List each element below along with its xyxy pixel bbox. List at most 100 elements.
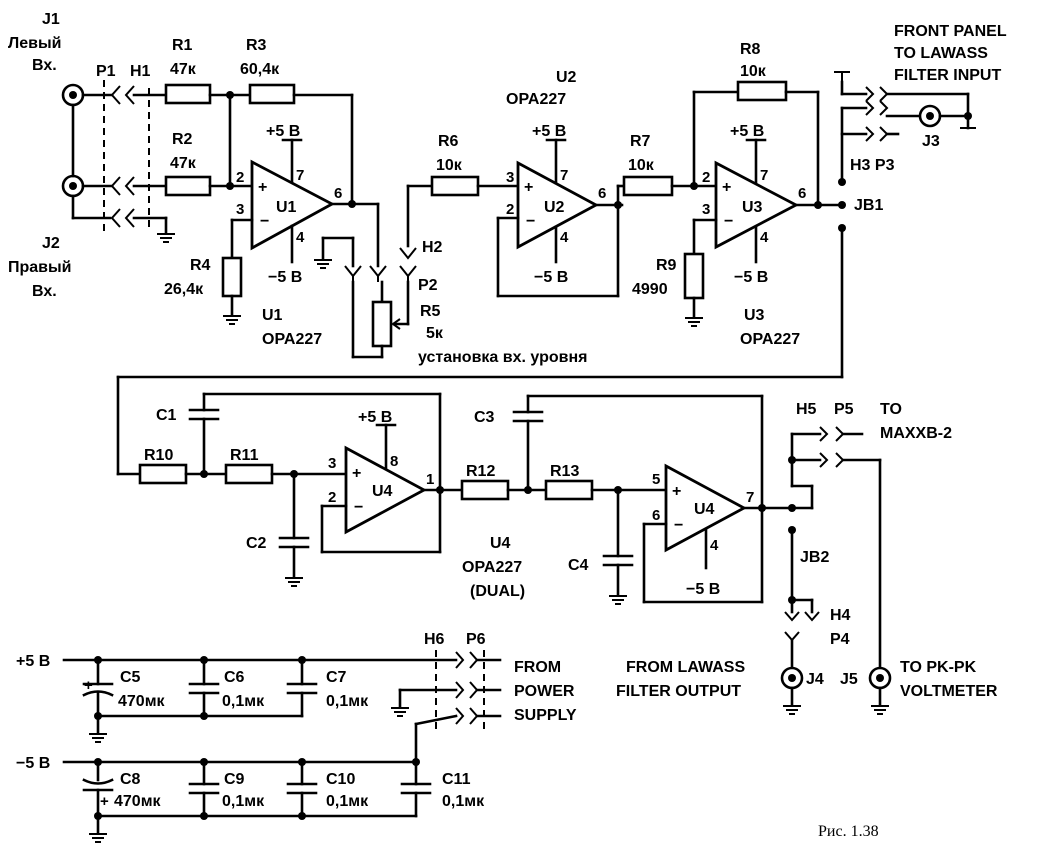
label-voltmeter: VOLTMETER bbox=[900, 683, 998, 700]
resistor-r8 bbox=[736, 80, 788, 102]
label-c7: C7 bbox=[326, 669, 347, 686]
label-from-lawass-2: FILTER OUTPUT bbox=[616, 683, 741, 700]
label-r9: R9 bbox=[656, 257, 677, 274]
label-h4: H4 bbox=[830, 607, 851, 624]
label-u3-supply-pos: +5 В bbox=[730, 123, 764, 140]
u4b-pin-4: 4 bbox=[710, 537, 719, 554]
u4b-pin-5: 5 bbox=[652, 471, 660, 488]
label-r5: R5 bbox=[420, 303, 441, 320]
label-u4-ref: U4 bbox=[490, 535, 511, 552]
label-r2-value: 47к bbox=[170, 155, 197, 172]
label-u2-ref: U2 bbox=[556, 69, 577, 86]
label-u4a: U4 bbox=[372, 483, 393, 500]
u4a-plus: + bbox=[352, 465, 361, 482]
h3-p3-connectors bbox=[834, 71, 970, 184]
label-front-panel-3: FILTER INPUT bbox=[894, 67, 1001, 84]
u2-pin-4: 4 bbox=[560, 229, 569, 246]
label-r3-value: 60,4к bbox=[240, 61, 280, 78]
label-j3: J3 bbox=[922, 133, 940, 150]
resistor-r12 bbox=[460, 479, 510, 501]
label-front-panel-1: FRONT PANEL bbox=[894, 23, 1007, 40]
label-u1-ref: U1 bbox=[262, 307, 283, 324]
capacitor-c2 bbox=[278, 536, 310, 549]
u4a-pin-8: 8 bbox=[390, 453, 398, 470]
resistor-r7 bbox=[622, 175, 674, 197]
label-right-input: Правый bbox=[8, 259, 72, 276]
label-u4-note: (DUAL) bbox=[470, 583, 525, 600]
resistor-r13 bbox=[544, 479, 594, 501]
u2-pin-6: 6 bbox=[598, 185, 606, 202]
label-u1-supply-neg: −5 В bbox=[268, 269, 302, 286]
label-jb2: JB2 bbox=[800, 549, 829, 566]
label-c8: C8 bbox=[120, 771, 141, 788]
u3-plus: + bbox=[722, 179, 731, 196]
resistor-r10 bbox=[138, 463, 188, 485]
capacitor-c1 bbox=[188, 408, 220, 421]
power-supply-decoupling bbox=[62, 650, 502, 843]
resistor-r11 bbox=[224, 463, 274, 485]
label-left-input-sub: Вх. bbox=[32, 57, 57, 74]
u4a-pin-3: 3 bbox=[328, 455, 336, 472]
resistor-r4 bbox=[221, 256, 243, 298]
label-c10-value: 0,1мк bbox=[326, 793, 369, 810]
label-r4-value: 26,4к bbox=[164, 281, 204, 298]
label-r12: R12 bbox=[466, 463, 495, 480]
label-c6-value: 0,1мк bbox=[222, 693, 265, 710]
label-c11: C11 bbox=[442, 771, 471, 788]
u4b-plus: + bbox=[672, 483, 681, 500]
label-r10: R10 bbox=[144, 447, 173, 464]
label-j4: J4 bbox=[806, 671, 824, 688]
label-r8-value: 10к bbox=[740, 63, 767, 80]
label-c3: C3 bbox=[474, 409, 495, 426]
label-u1-part: OPA227 bbox=[262, 331, 322, 348]
u2-minus: − bbox=[526, 213, 535, 230]
label-c5: C5 bbox=[120, 669, 141, 686]
label-r2: R2 bbox=[172, 131, 193, 148]
resistor-r2 bbox=[164, 175, 212, 197]
u2-pin-3: 3 bbox=[506, 169, 514, 186]
label-h2: H2 bbox=[422, 239, 443, 256]
u4b-pin-6: 6 bbox=[652, 507, 660, 524]
label-c2: C2 bbox=[246, 535, 267, 552]
c5-polarity: + bbox=[84, 677, 93, 694]
resistor-r1 bbox=[164, 83, 212, 105]
capacitor-c3 bbox=[512, 410, 544, 423]
u1-pin-2: 2 bbox=[236, 169, 244, 186]
label-rail-pos: +5 В bbox=[16, 653, 50, 670]
label-u1: U1 bbox=[276, 199, 297, 216]
u3-pin-7: 7 bbox=[760, 167, 768, 184]
label-h5: H5 bbox=[796, 401, 817, 418]
label-u3-ref: U3 bbox=[744, 307, 765, 324]
label-r6: R6 bbox=[438, 133, 459, 150]
u1-minus: − bbox=[260, 213, 269, 230]
label-r6-value: 10к bbox=[436, 157, 463, 174]
label-c6: C6 bbox=[224, 669, 245, 686]
labels: J1 Левый Вх. J2 Правый Вх. P1 H1 R1 47к … bbox=[8, 11, 1007, 840]
label-r4: R4 bbox=[190, 257, 211, 274]
label-h3-p3: H3 P3 bbox=[850, 157, 895, 174]
label-to-pkpk: TO PK-PK bbox=[900, 659, 977, 676]
u2-pin-2: 2 bbox=[506, 201, 514, 218]
label-c9: C9 bbox=[224, 771, 245, 788]
u1-plus: + bbox=[258, 179, 267, 196]
resistor-r3 bbox=[248, 83, 296, 105]
label-c11-value: 0,1мк bbox=[442, 793, 485, 810]
u1-pin-7: 7 bbox=[296, 167, 304, 184]
potentiometer-r5 bbox=[371, 300, 393, 348]
resistor-r9 bbox=[683, 252, 705, 300]
label-c8-value: 470мк bbox=[114, 793, 162, 810]
p2-h2-connectors bbox=[313, 236, 417, 282]
label-from-lawass-1: FROM LAWASS bbox=[626, 659, 745, 676]
label-to: TO bbox=[880, 401, 902, 418]
label-r5-value: 5к bbox=[426, 325, 444, 342]
label-j5: J5 bbox=[840, 671, 858, 688]
label-p4: P4 bbox=[830, 631, 850, 648]
label-r7: R7 bbox=[630, 133, 651, 150]
label-c10: C10 bbox=[326, 771, 355, 788]
label-right-input-sub: Вх. bbox=[32, 283, 57, 300]
u4a-minus: − bbox=[354, 499, 363, 516]
label-jb1: JB1 bbox=[854, 197, 883, 214]
label-h6: H6 bbox=[424, 631, 445, 648]
label-u2-supply-pos: +5 В bbox=[532, 123, 566, 140]
